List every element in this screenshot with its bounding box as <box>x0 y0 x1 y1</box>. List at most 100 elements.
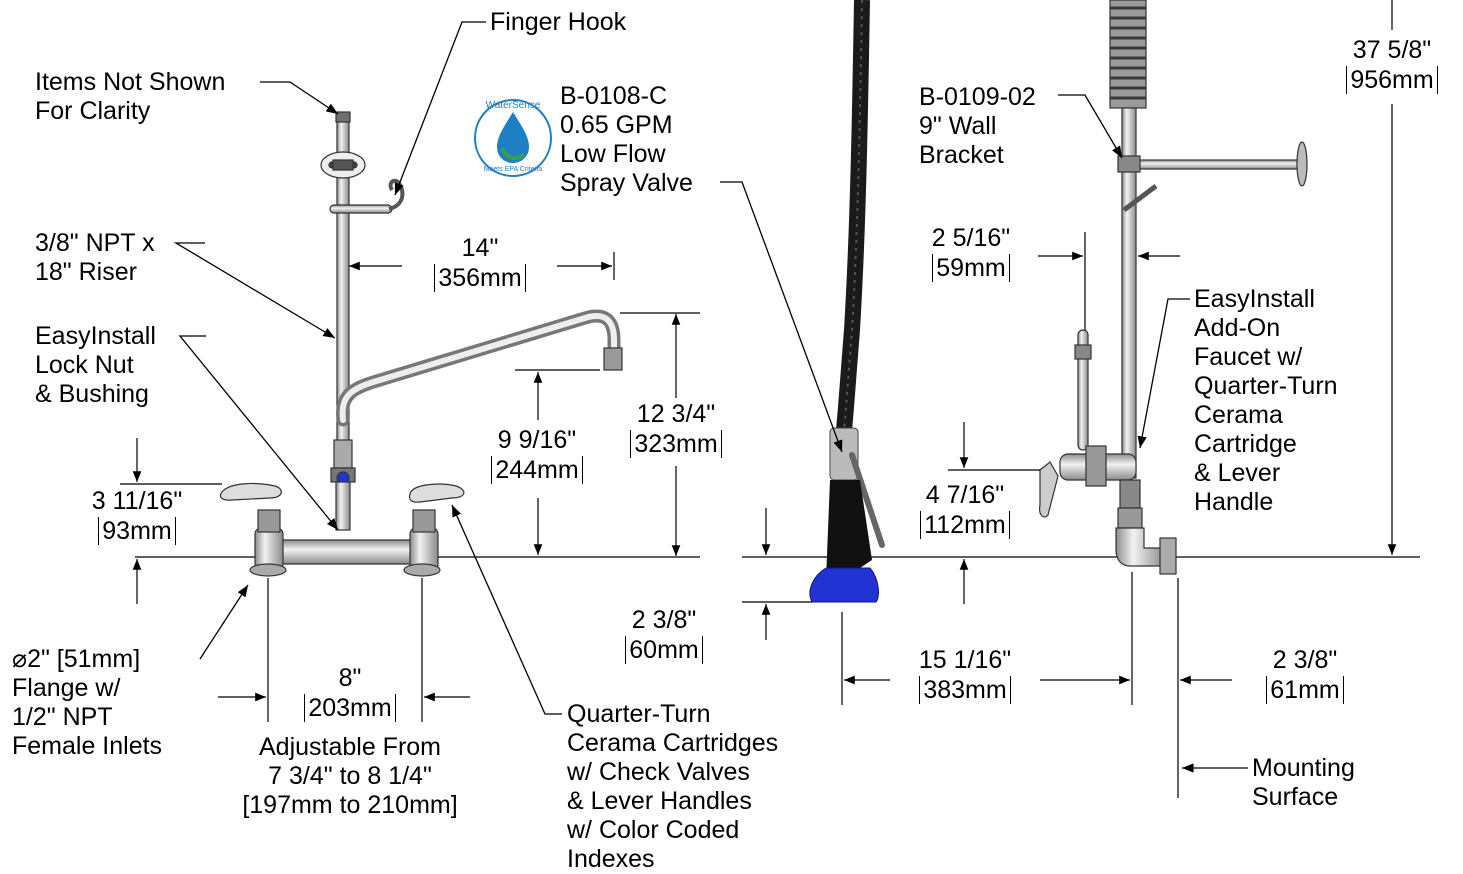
label-line: B-0109-02 <box>919 83 1036 111</box>
label-line: 2" [51mm] <box>27 645 141 673</box>
dim-mm: 93mm <box>98 517 176 545</box>
spray-trigger <box>849 452 885 548</box>
label-line: w/ Color Coded <box>567 816 740 844</box>
dim-mm: 956mm <box>1346 66 1438 94</box>
addon-lever <box>1039 461 1059 518</box>
label-line: Cerama Cartridges <box>567 729 779 757</box>
spray-hose-assembly <box>809 0 885 603</box>
label-line: B-0108-C <box>560 82 667 110</box>
wall-flange <box>1159 537 1177 575</box>
dim-total-height: 37 5/8" 956mm <box>1330 36 1454 95</box>
dim-inch: 37 5/8" <box>1352 36 1432 64</box>
dim-addon-offset: 2 5/16" 59mm <box>912 224 1030 283</box>
diameter-icon: ⌀ <box>12 645 28 673</box>
left-lever-handle <box>219 482 282 501</box>
label-line: Cerama <box>1194 401 1283 429</box>
riser-cap <box>335 111 351 123</box>
dim-mm: 203mm <box>304 694 396 722</box>
label-wall-bracket: B-0109-02 9" Wall Bracket <box>919 83 1036 170</box>
label-mounting-surface: Mounting Surface <box>1252 754 1355 812</box>
dim-inch: 14" <box>461 234 499 262</box>
label-line: 9" Wall <box>919 112 997 140</box>
label-line: Bracket <box>919 141 1004 169</box>
dim-mm: 59mm <box>932 254 1010 282</box>
leader-lines <box>173 21 1248 773</box>
left-flange <box>249 563 287 577</box>
label-line: 7 3/4" to 8 1/4" <box>268 762 432 790</box>
spout-aerator <box>603 347 623 371</box>
finger-hook-arm <box>329 204 393 214</box>
dim-spout-reach: 14" 356mm <box>420 234 540 293</box>
label-riser: 3/8" NPT x 18" Riser <box>35 229 155 287</box>
dim-spout-height: 12 3/4" 323mm <box>614 400 738 459</box>
dim-mm: 244mm <box>491 456 583 484</box>
label-line: Quarter-Turn <box>1194 372 1338 400</box>
dim-projection: 15 1/16" 383mm <box>900 646 1030 705</box>
label-line: 0.65 GPM <box>560 111 673 139</box>
label-line: Adjustable From <box>258 733 442 761</box>
elbow <box>1115 527 1166 567</box>
pre-rinse-unit-right <box>1039 0 1308 575</box>
dim-inch: 2 5/16" <box>931 224 1011 252</box>
label-line: Handle <box>1194 488 1274 516</box>
label-line: Quarter-Turn <box>567 700 711 728</box>
label-line: 3/8" NPT x <box>35 229 155 257</box>
label-line: Cartridge <box>1194 430 1297 458</box>
label-line: Spray Valve <box>560 169 693 197</box>
spray-handle <box>826 480 872 580</box>
label-line: For Clarity <box>35 97 151 125</box>
spout <box>336 309 621 427</box>
dim-inch: 12 3/4" <box>636 400 716 428</box>
dim-base-height: 3 11/16" 93mm <box>78 487 196 546</box>
dim-inch: 15 1/16" <box>918 646 1012 674</box>
dim-inch: 4 7/16" <box>925 481 1005 509</box>
dim-centers: 8" 203mm <box>290 664 410 723</box>
label-line: & Lever <box>1194 459 1281 487</box>
label-line: 18" Riser <box>35 258 137 286</box>
badge-text: WaterSense <box>478 100 548 111</box>
bracket-collar <box>1117 155 1141 173</box>
dim-mm: 323mm <box>630 430 722 458</box>
label-line: Indexes <box>567 845 655 873</box>
label-line: EasyInstall <box>35 322 156 350</box>
bracket-wall-plate <box>1296 141 1308 187</box>
label-spray-valve: B-0108-C 0.65 GPM Low Flow Spray Valve <box>560 82 693 198</box>
dim-wall-offset: 2 3/8" 61mm <box>1246 646 1364 705</box>
label-lock-nut: EasyInstall Lock Nut & Bushing <box>35 322 156 409</box>
label-line: Female Inlets <box>12 732 163 760</box>
dim-inch: 2 3/8" <box>1272 646 1338 674</box>
dim-mm: 112mm <box>920 511 1010 539</box>
hose <box>836 0 870 431</box>
right-flange <box>403 563 441 577</box>
label-line: Faucet w/ <box>1194 343 1303 371</box>
label-addon-faucet: EasyInstall Add-On Faucet w/ Quarter-Tur… <box>1194 285 1338 517</box>
label-quarter-turn: Quarter-Turn Cerama Cartridges w/ Check … <box>567 700 778 874</box>
dim-mm: 61mm <box>1266 676 1344 704</box>
label-line: Surface <box>1252 783 1339 811</box>
badge-criteria: Meets EPA Criteria <box>483 166 543 173</box>
label-items-not-shown: Items Not Shown For Clarity <box>35 68 225 126</box>
badge-name: WaterSense <box>485 100 541 111</box>
label-line: Items Not Shown <box>35 68 226 96</box>
dim-spray-drop: 2 3/8" 60mm <box>605 606 723 665</box>
dim-inch: 9 9/16" <box>497 426 577 454</box>
dim-addon-height: 4 7/16" 112mm <box>903 481 1027 540</box>
label-line: Add-On <box>1194 314 1281 342</box>
label-finger-hook: Finger Hook <box>490 8 627 36</box>
label-line: Mounting <box>1252 754 1355 782</box>
dim-inch: 3 11/16" <box>91 487 183 515</box>
label-line: & Bushing <box>35 380 149 408</box>
spray-nozzle <box>809 567 879 603</box>
right-lever-handle <box>408 483 465 503</box>
watersense-badge <box>474 99 552 177</box>
dim-inch: 2 3/8" <box>631 606 697 634</box>
dim-mm: 356mm <box>434 264 526 292</box>
dim-mm: 383mm <box>919 676 1011 704</box>
pre-rinse-faucet-left <box>219 111 623 577</box>
finger-hook <box>388 178 405 211</box>
label-line: w/ Check Valves <box>567 758 750 786</box>
dim-mm: 60mm <box>625 636 703 664</box>
label-line: Lock Nut <box>35 351 134 379</box>
